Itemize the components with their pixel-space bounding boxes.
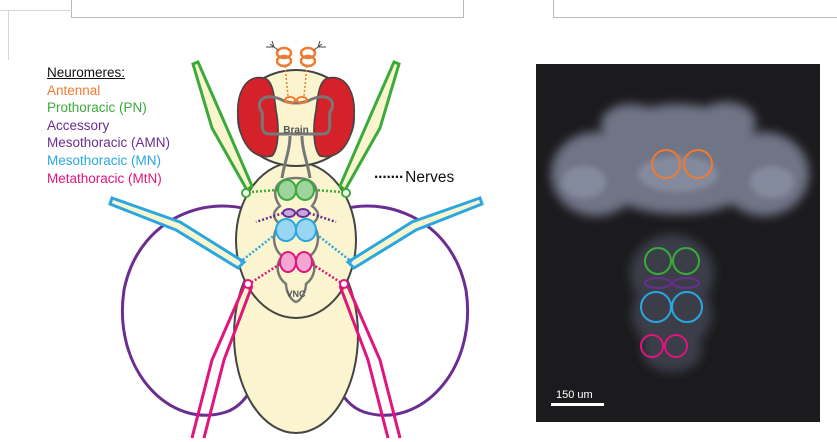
right-eye [314, 78, 354, 157]
antennae [277, 48, 315, 66]
legend-item-mesothoracic-amn: Mesothoracic (AMN) [47, 134, 170, 152]
vnc-label: VNC [286, 289, 306, 299]
brain-label: Brain [283, 125, 309, 136]
micrograph-panel: 150 um [536, 64, 820, 422]
left-leg-joint-green [242, 189, 250, 197]
legend-title: Neuromeres: [47, 64, 170, 82]
legend-item-accessory: Accessory [47, 117, 170, 135]
legend-item-mesothoracic-mn: Mesothoracic (MN) [47, 152, 170, 170]
nerves-dotted-indicator: ······· [374, 169, 403, 186]
right-leg-joint-green [342, 189, 350, 197]
left-leg-joint-pink [244, 280, 252, 288]
aristae [266, 41, 326, 50]
right-leg-joint-pink [340, 280, 348, 288]
top-frame-right-edge [553, 0, 554, 18]
scale-bar [551, 403, 604, 406]
neuromeres-legend: Neuromeres: Antennal Prothoracic (PN) Ac… [47, 64, 170, 187]
micrograph-image [536, 64, 820, 422]
legend-item-prothoracic: Prothoracic (PN) [47, 99, 170, 117]
nerves-label-text: Nerves [405, 169, 454, 186]
legend-item-metathoracic: Metathoracic (MtN) [47, 170, 170, 188]
left-eye [238, 78, 278, 157]
scale-bar-label: 150 um [556, 389, 593, 401]
nerves-callout: ·······Nerves [374, 169, 454, 187]
legend-item-antennal: Antennal [47, 82, 170, 100]
top-frame-line-right [553, 17, 837, 18]
